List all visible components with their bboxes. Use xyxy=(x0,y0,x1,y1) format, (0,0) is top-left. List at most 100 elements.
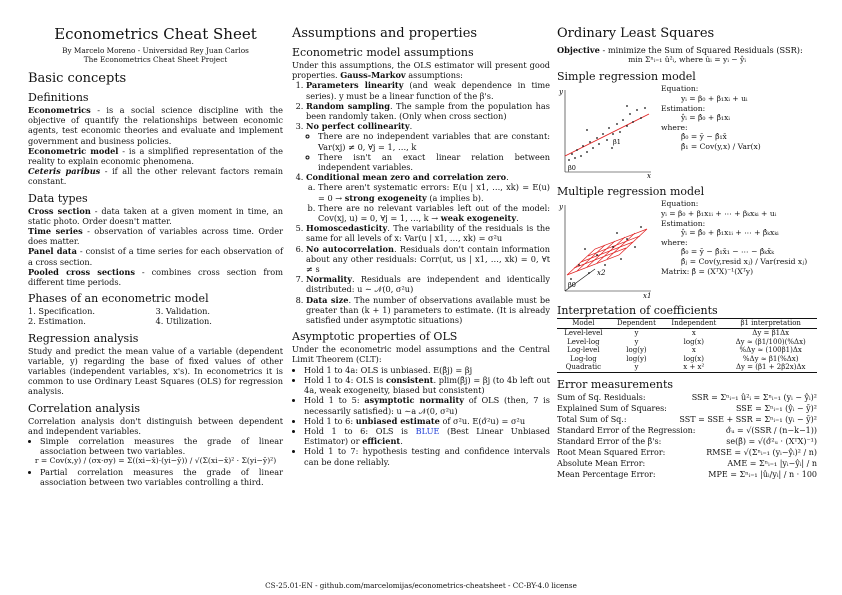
subsection-error-measurements: Error measurements xyxy=(557,377,674,391)
equation-label: Equation: xyxy=(661,84,699,94)
def-ceteris: Ceteris paribus - if all the other relev… xyxy=(28,166,284,187)
list-item: Normality. Residuals are independent and… xyxy=(306,274,550,294)
plot-beta1-label: β1 xyxy=(613,138,621,146)
subsection-datatypes: Data types xyxy=(28,191,88,205)
table-header-row: Model Dependent Independent β1 interpret… xyxy=(557,318,817,329)
list-item: Absolute Mean Error:AME = Σⁿᵢ₌₁ |yᵢ−ŷᵢ| … xyxy=(557,458,817,468)
where-label: where: xyxy=(661,237,688,247)
multiple-regression-plot: y x1 x2 β0 xyxy=(558,203,651,299)
simple-regression-block: y x β0 β1 Equation: yᵢ = β₀ + β₁xᵢ + uᵢ … xyxy=(557,84,817,180)
list-item: Hold 1 to 6: OLS is BLUE (Best Linear Un… xyxy=(304,426,550,446)
def-model: Econometric model - is a simplified repr… xyxy=(28,145,283,167)
phase-item: 3. Validation. xyxy=(155,306,211,317)
regression-line xyxy=(564,114,650,157)
where-label: where: xyxy=(661,122,688,132)
correlation-formula: r = Cov(x,y) / (σx·σy) = Σ((xi−x̄)·(yi−ȳ… xyxy=(34,456,277,466)
regression-text: Study and predict the mean value of a va… xyxy=(28,345,283,397)
column-basic-concepts: Econometrics Cheat Sheet By Marcelo More… xyxy=(28,18,283,573)
plot-beta0-label: β0 xyxy=(568,281,576,289)
list-item: Data size. The number of observations av… xyxy=(306,295,550,326)
phases-list: 1. Specification. 3. Validation. xyxy=(28,306,283,316)
list-item: Standard Error of the Regression:σ̂ᵤ = √… xyxy=(557,425,817,435)
estimation-label: Estimation: xyxy=(661,218,706,228)
correlation-list: Simple correlation measures the grade of… xyxy=(28,436,283,456)
column-ols: Ordinary Least Squares Objective - minim… xyxy=(557,18,817,573)
error-measurements-list: Sum of Sq. Residuals:SSR = Σⁿᵢ₌₁ û²ᵢ = Σ… xyxy=(557,392,817,480)
subsection-multiple-regression: Multiple regression model xyxy=(557,185,705,199)
ols-objective: Objective - minimize the Sum of Squared … xyxy=(557,45,803,55)
list-item: Root Mean Squared Error:RMSE = √(Σⁿᵢ₌₁ (… xyxy=(557,447,817,457)
list-item: Homoscedasticity. The variability of the… xyxy=(306,223,550,243)
list-item: Hold 1 to 6: unbiased estimate of σ²u. E… xyxy=(304,416,550,426)
list-item: There aren't systematic errors: E(u | x1… xyxy=(318,182,550,202)
list-item: Parameters linearity (and weak dependenc… xyxy=(306,80,550,100)
list-item: Hold 1 to 5: asymptotic normality of OLS… xyxy=(304,395,550,415)
list-item: No perfect collinearity. There are no in… xyxy=(306,121,550,172)
column-assumptions: Assumptions and properties Econometric m… xyxy=(292,18,550,573)
def-econometrics: Econometrics - is a social science disci… xyxy=(28,105,283,146)
list-item: There isn't an exact linear relation bet… xyxy=(318,152,550,172)
assumptions-list: Parameters linearity (and weak dependenc… xyxy=(292,80,550,325)
section-title-ols: Ordinary Least Squares xyxy=(557,26,715,41)
column-header: Dependent xyxy=(609,318,664,329)
phase-item: 2. Estimation. xyxy=(28,316,86,327)
regression-plane xyxy=(566,229,648,276)
equation-label: Equation: xyxy=(661,199,699,209)
multiple-regression-block: y x1 x2 β0 Equation: yᵢ = β₀ + β₁x₁ᵢ + ⋯… xyxy=(557,199,817,299)
subsection-simple-regression: Simple regression model xyxy=(557,70,696,84)
list-item: Conditional mean zero and correlation ze… xyxy=(306,172,550,223)
section-title-assumptions: Assumptions and properties xyxy=(292,26,478,41)
phases-list-row2: 2. Estimation. 4. Utilization. xyxy=(28,316,283,326)
interpretation-table: Model Dependent Independent β1 interpret… xyxy=(557,318,817,373)
subsection-phases: Phases of an econometric model xyxy=(28,292,209,306)
section-title-basic: Basic concepts xyxy=(28,71,127,86)
phase-item: 4. Utilization. xyxy=(155,316,212,327)
column-header: β1 interpretation xyxy=(724,318,817,329)
plot-y-label: y xyxy=(558,203,564,211)
sub-list: There are no independent variables that … xyxy=(306,131,550,172)
plot-x1-label: x1 xyxy=(643,292,651,299)
list-item: Hold 1 to 4: OLS is consistent. plim(β̂j… xyxy=(304,375,550,395)
list-item: Sum of Sq. Residuals:SSR = Σⁿᵢ₌₁ û²ᵢ = Σ… xyxy=(557,392,817,402)
matrix-formula: Matrix: β̂ = (XᵀX)⁻¹(Xᵀy) xyxy=(661,266,754,276)
correlation-list-2: Partial correlation measures the grade o… xyxy=(28,467,283,487)
ols-objective-formula: min Σⁿᵢ₌₁ û²ᵢ, where ûᵢ = yᵢ − ŷᵢ xyxy=(628,55,746,65)
plot-x-label: x xyxy=(647,172,651,180)
estimation-label: Estimation: xyxy=(661,103,706,113)
beta0-formula: β̂₀ = ȳ − β̂₁x̄ xyxy=(681,132,727,142)
correlation-text: Correlation analysis don't distinguish b… xyxy=(28,415,283,436)
subsection-asymptotic: Asymptotic properties of OLS xyxy=(292,330,458,344)
phase-item: 1. Specification. xyxy=(28,306,95,317)
plot-beta0-label: β0 xyxy=(568,164,576,172)
estimation: ŷᵢ = β̂₀ + β̂₁xᵢ xyxy=(681,113,730,123)
asymptotic-list: Hold 1 to 4a: OLS is unbiased. E(β̂j) = … xyxy=(292,365,550,467)
list-item: Hold 1 to 7: hypothesis testing and conf… xyxy=(304,446,550,466)
author-line: By Marcelo Moreno - Universidad Rey Juan… xyxy=(62,46,249,55)
plot-x2-label: x2 xyxy=(597,269,606,277)
def-pooled: Pooled cross sections - combines cross s… xyxy=(28,266,283,288)
betaj-formula: β̂ⱼ = Cov(y,resid xⱼ) / Var(resid xⱼ) xyxy=(681,256,808,266)
def-panel: Panel data - consist of a time series fo… xyxy=(28,246,283,267)
column-header: Independent xyxy=(663,318,725,329)
equation: yᵢ = β₀ + β₁xᵢ + uᵢ xyxy=(681,94,748,103)
subsection-regression: Regression analysis xyxy=(28,331,139,345)
equation: yᵢ = β₀ + β₁x₁ᵢ + ⋯ + βₖxₖᵢ + uᵢ xyxy=(661,209,777,218)
footer-license: CS-25.01-EN - github.com/marcelomijas/ec… xyxy=(265,581,577,590)
list-item: There are no independent variables that … xyxy=(318,131,550,151)
list-item: Simple correlation measures the grade of… xyxy=(40,436,283,456)
list-item: Random sampling. The sample from the pop… xyxy=(306,101,550,121)
estimation: ŷᵢ = β̂₀ + β̂₁x₁ᵢ + ⋯ + β̂ₖxₖᵢ xyxy=(681,228,779,238)
column-header: Model xyxy=(557,318,610,329)
assumptions-intro: Under this assumptions, the OLS estimato… xyxy=(292,60,550,81)
list-item: Total Sum of Sq.:SST = SSE + SSR = Σⁿᵢ₌₁… xyxy=(557,414,817,424)
simple-regression-plot: y x β0 β1 xyxy=(558,88,651,180)
def-cross-section: Cross section - data taken at a given mo… xyxy=(28,205,283,226)
asymptotic-intro: Under the econometric model assumptions … xyxy=(292,344,550,365)
scatter-points xyxy=(568,105,646,162)
scatter-points xyxy=(570,226,642,281)
